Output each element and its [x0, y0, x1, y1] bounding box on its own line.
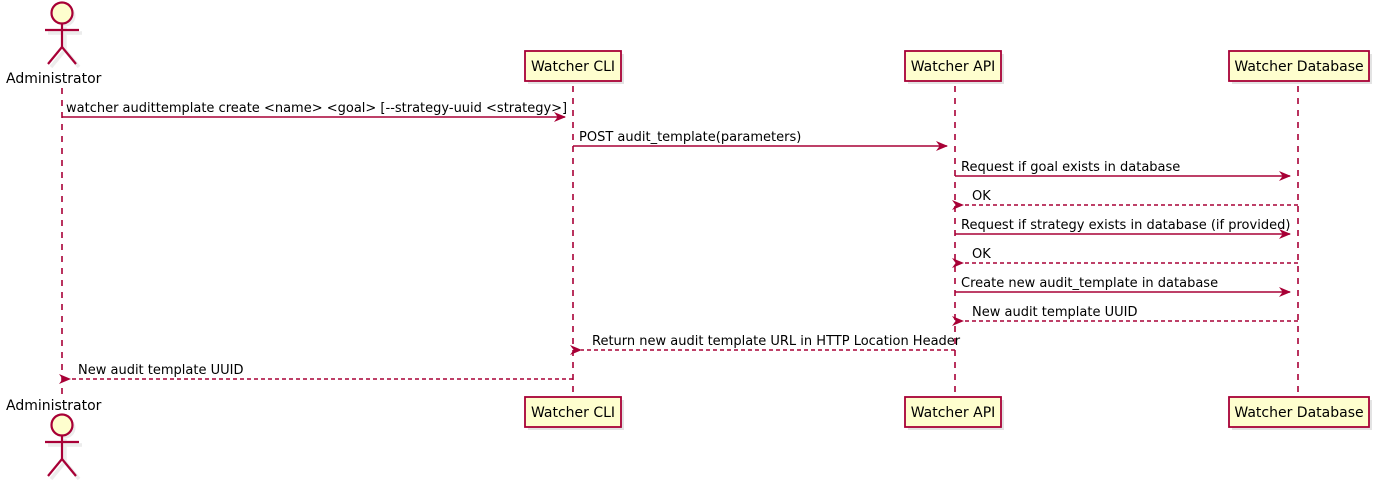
actor-administrator-bottom[interactable]: Administrator	[6, 398, 102, 481]
message-label: Request if strategy exists in database (…	[961, 218, 1290, 233]
participant-label-watcher-cli-top: Watcher CLI	[531, 59, 615, 75]
message-label: Return new audit template URL in HTTP Lo…	[592, 334, 961, 349]
participant-label-watcher-api-bottom: Watcher API	[911, 405, 996, 421]
box-rect	[524, 396, 622, 428]
message-8[interactable]: New audit template UUID	[952, 305, 1298, 326]
actor-label-administrator-bottom: Administrator	[6, 398, 102, 414]
message-3[interactable]: Request if goal exists in database	[955, 160, 1291, 181]
message-label: Request if goal exists in database	[961, 160, 1180, 175]
actor-label-administrator-top: Administrator	[6, 71, 102, 87]
message-label: POST audit_template(parameters)	[579, 130, 801, 145]
participant-label-watcher-database-bottom: Watcher Database	[1234, 405, 1363, 421]
message-label: watcher audittemplate create <name> <goa…	[66, 101, 567, 116]
participant-box-watcher-database-top[interactable]: Watcher Database	[1228, 50, 1372, 84]
message-5[interactable]: Request if strategy exists in database (…	[955, 218, 1291, 239]
actor-leg-right	[61, 46, 77, 65]
message-label: Create new audit_template in database	[961, 276, 1218, 291]
participant-box-watcher-api-top[interactable]: Watcher API	[904, 50, 1004, 84]
message-7[interactable]: Create new audit_template in database	[955, 276, 1291, 297]
actor-leg-right	[61, 458, 77, 477]
box-rect	[524, 50, 622, 82]
participant-box-watcher-database-bottom[interactable]: Watcher Database	[1228, 396, 1372, 430]
participant-label-watcher-database-top: Watcher Database	[1234, 59, 1363, 75]
message-label: OK	[972, 189, 991, 204]
participant-label-watcher-cli-bottom: Watcher CLI	[531, 405, 615, 421]
message-10[interactable]: New audit template UUID	[59, 363, 573, 384]
message-label: OK	[972, 247, 991, 262]
message-1[interactable]: watcher audittemplate create <name> <goa…	[62, 101, 567, 122]
actor-leg-left	[47, 46, 63, 65]
message-label: New audit template UUID	[972, 305, 1137, 320]
actor-head-icon	[50, 413, 74, 437]
message-4[interactable]: OK	[952, 189, 1298, 210]
participant-box-watcher-cli-bottom[interactable]: Watcher CLI	[524, 396, 624, 430]
box-rect	[1228, 396, 1370, 428]
message-label: New audit template UUID	[78, 363, 243, 378]
participant-box-watcher-api-bottom[interactable]: Watcher API	[904, 396, 1004, 430]
box-rect	[904, 50, 1002, 82]
lifelines	[61, 86, 1299, 398]
box-rect	[1228, 50, 1370, 82]
message-9[interactable]: Return new audit template URL in HTTP Lo…	[570, 334, 961, 355]
actor-administrator-top[interactable]: Administrator	[6, 1, 102, 88]
actor-leg-left	[47, 458, 63, 477]
participant-label-watcher-api-top: Watcher API	[911, 59, 996, 75]
message-6[interactable]: OK	[952, 247, 1298, 268]
participant-box-watcher-cli-top[interactable]: Watcher CLI	[524, 50, 624, 84]
box-rect	[904, 396, 1002, 428]
actor-head-icon	[50, 1, 74, 25]
message-2[interactable]: POST audit_template(parameters)	[573, 130, 948, 151]
